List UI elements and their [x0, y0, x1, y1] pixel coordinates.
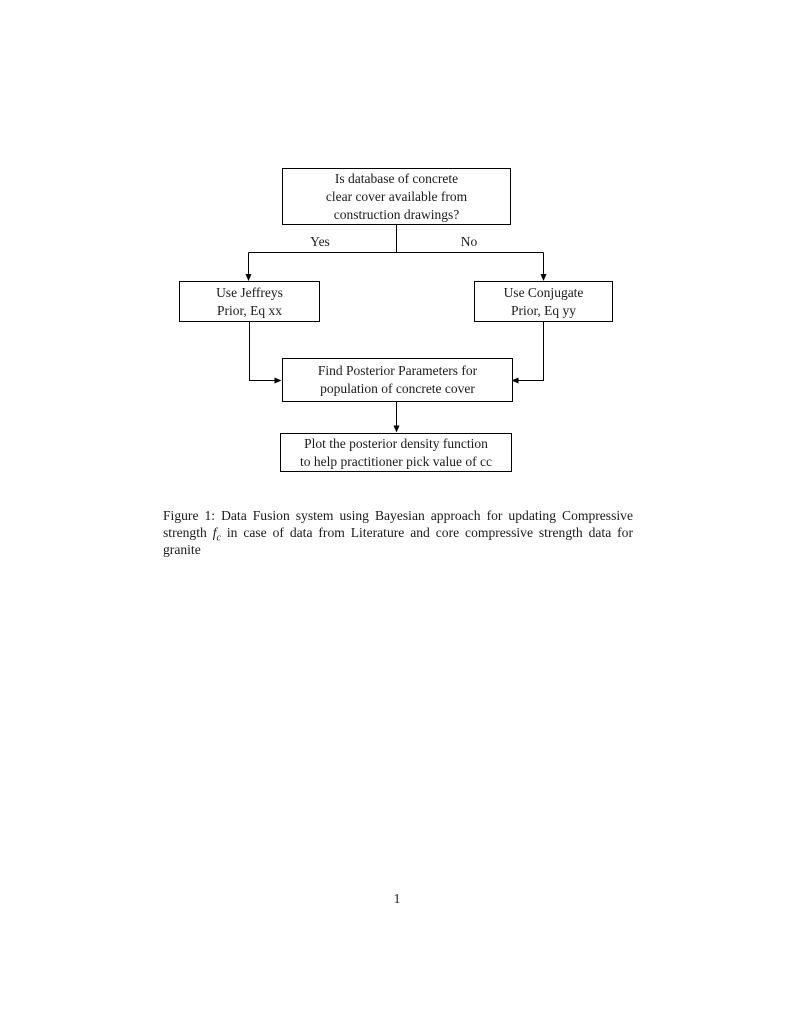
decision-line-2: clear cover available from — [325, 188, 468, 204]
branch-label-no: No — [460, 234, 478, 249]
figure-caption-text-after: in case of data from Literature and core… — [163, 525, 633, 558]
flowchart-node-decision: Is database of concrete clear cover avai… — [282, 168, 511, 225]
arrowhead-yes — [245, 274, 252, 281]
posterior-line-1: Find Posterior Parameters for — [317, 363, 478, 378]
flowchart-node-plot-density: Plot the posterior density function to h… — [280, 433, 512, 472]
arrowhead-posterior-right — [511, 377, 519, 384]
jeffreys-line-1: Use Jeffreys — [216, 284, 283, 300]
math-f-symbol: f — [212, 525, 217, 540]
arrowhead-plot — [393, 425, 400, 433]
conjugate-line-1: Use Conjugate — [503, 284, 584, 300]
flowchart-node-jeffreys-prior: Use Jeffreys Prior, Eq xx — [179, 281, 320, 322]
posterior-line-2: population of concrete cover — [320, 381, 475, 396]
decision-line-3: construction drawings? — [333, 206, 460, 222]
decision-line-1: Is database of concrete — [334, 170, 459, 186]
flowchart-node-posterior-parameters: Find Posterior Parameters for population… — [282, 358, 513, 402]
page-number: 1 — [393, 891, 401, 906]
figure-caption-text-before: Data Fusion system using Bayesian approa… — [163, 507, 633, 540]
plot-line-2: to help practitioner pick value of cc — [300, 453, 492, 469]
figure-caption: Figure 1:Data Fusion system using Bayesi… — [163, 507, 633, 559]
arrowhead-posterior-left — [274, 377, 282, 384]
branch-label-yes: Yes — [310, 234, 330, 249]
flowchart-node-conjugate-prior: Use Conjugate Prior, Eq yy — [474, 281, 613, 322]
connector-jeffreys-posterior — [249, 321, 275, 381]
math-f-subscript: c — [216, 532, 221, 544]
figure-caption-label: Figure 1: — [163, 507, 216, 523]
plot-line-1: Plot the posterior density function — [304, 435, 488, 451]
conjugate-line-2: Prior, Eq yy — [510, 302, 577, 318]
connector-conjugate-posterior — [518, 321, 544, 381]
jeffreys-line-2: Prior, Eq xx — [216, 302, 283, 318]
arrowhead-no — [540, 274, 547, 281]
